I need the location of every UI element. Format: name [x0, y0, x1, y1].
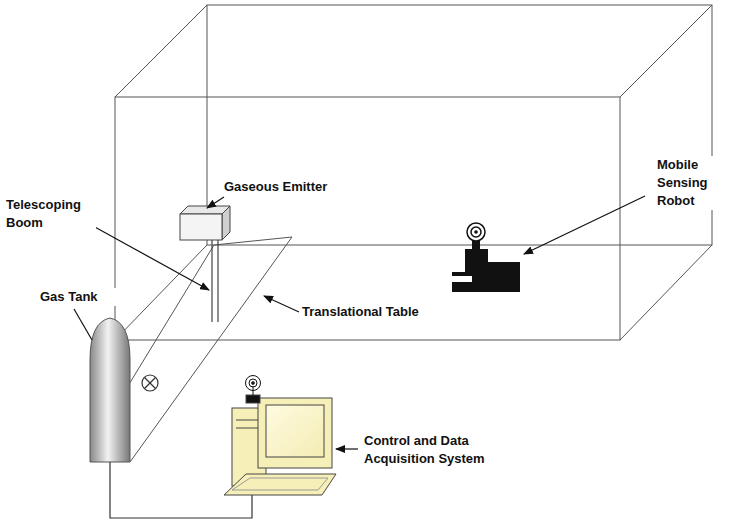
label-box: Mobile Sensing Robot [655, 156, 735, 210]
telescoping-boom [212, 236, 218, 322]
part-label: Gaseous Emitter [222, 178, 352, 196]
leader-lines [74, 196, 645, 449]
chamber-outline [115, 5, 712, 340]
mobile-robot [452, 223, 520, 292]
part-label: Translational Table [300, 303, 460, 321]
gas-tank [90, 318, 130, 462]
emitter-box [180, 206, 230, 240]
valve-symbol [142, 375, 158, 391]
label-box: Gas Tank [38, 288, 118, 306]
label-box: Control and Data Acquisition System [362, 432, 537, 468]
label-box: Telescoping Boom [4, 196, 96, 232]
part-label: Control and Data Acquisition System [362, 432, 537, 468]
label-box: Translational Table [300, 303, 460, 321]
label-box: Gaseous Emitter [222, 178, 352, 196]
part-label: Gas Tank [38, 288, 118, 306]
computer [224, 376, 336, 496]
part-label: Telescoping Boom [4, 196, 96, 232]
part-label: Mobile Sensing Robot [655, 156, 735, 210]
